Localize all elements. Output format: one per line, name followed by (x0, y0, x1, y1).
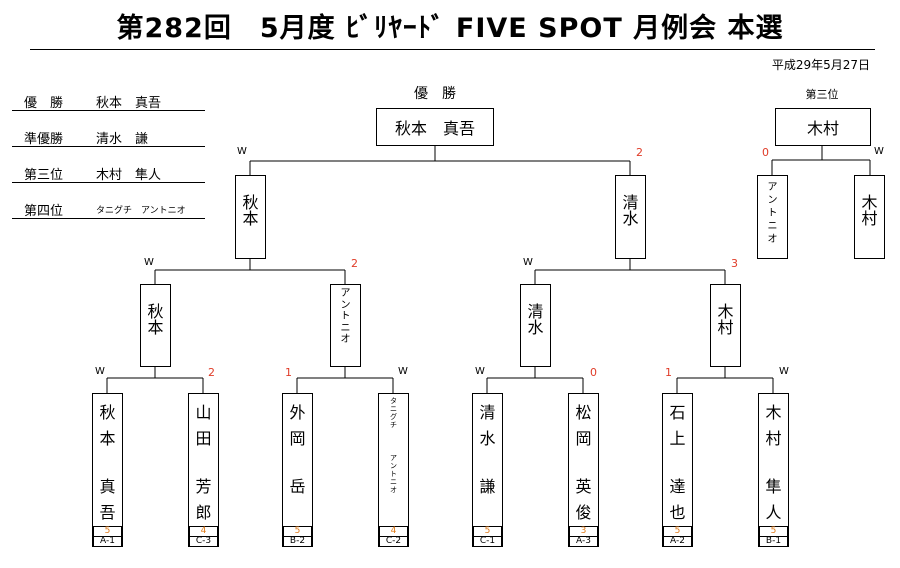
result-label: 優 勝 (24, 96, 64, 111)
semifinalist-2: ア ン ト ニ オ (330, 284, 361, 367)
result-label: 第四位 (24, 204, 64, 219)
third-match-right-mark: W (874, 146, 884, 157)
semifinalist-name: 木 村 (717, 302, 734, 337)
result-name: 清水 謙 (96, 132, 149, 147)
player-given-name: 達 也 (669, 477, 686, 522)
player-given-name: 芳 郎 (195, 477, 212, 522)
player-code: C-2 (379, 536, 408, 547)
player-family-name: 松 岡 (575, 403, 592, 448)
player-family-name: 外 岡 (289, 403, 306, 448)
r1-score: 0 (590, 366, 597, 379)
semifinalist-name: 秋 本 (147, 302, 164, 337)
champion-heading: 優 勝 (414, 86, 456, 102)
result-label: 準優勝 (24, 132, 64, 147)
title-underline (30, 49, 875, 50)
semifinalist-name: 清 水 (527, 302, 544, 337)
third-match-right: 木 村 (854, 175, 885, 259)
result-row-runner-up: 準優勝 清水 謙 (12, 126, 205, 147)
player-last-name: ア ン ト ニ オ (390, 454, 397, 495)
sf1-right-score: 2 (351, 257, 358, 270)
result-label: 第三位 (24, 168, 64, 183)
semifinalist-4: 木 村 (710, 284, 741, 367)
player-code: C-3 (189, 536, 218, 547)
player-code: A-3 (569, 536, 598, 547)
finalist-left: 秋 本 (235, 175, 266, 259)
player-code: A-2 (663, 536, 692, 547)
r1-score: 1 (665, 366, 672, 379)
r1-mark: W (398, 366, 408, 377)
player-given-name: 真 吾 (99, 477, 116, 522)
finalist-right: 清 水 (615, 175, 646, 259)
finalist-name: 秋 本 (242, 193, 259, 228)
r1-mark: W (779, 366, 789, 377)
player-family-name: 木 村 (765, 403, 782, 448)
semifinalist-name: ア ン ト ニ オ (340, 288, 351, 345)
player-code: C-1 (473, 536, 502, 547)
player-family-name: 石 上 (669, 403, 686, 448)
final-left-mark: W (237, 146, 247, 157)
result-name: 木村 隼人 (96, 168, 162, 183)
player-given-name: 隼 人 (765, 477, 782, 522)
r1-score: 2 (208, 366, 215, 379)
player-first-name: タ ニ グ チ (390, 397, 397, 430)
result-row-champion: 優 勝 秋本 真吾 (12, 90, 205, 111)
player-family-name: 清 水 (479, 403, 496, 448)
sf2-right-score: 3 (731, 257, 738, 270)
sf2-left-mark: W (523, 257, 533, 268)
player-given-name: 英 俊 (575, 477, 592, 522)
third-place-box: 木村 (775, 108, 871, 146)
result-row-fourth: 第四位 タニグチ アントニオ (12, 198, 205, 219)
sf1-left-mark: W (144, 257, 154, 268)
player-family-name: 秋 本 (99, 403, 116, 448)
player-code: A-1 (93, 536, 122, 547)
r1-mark: W (95, 366, 105, 377)
third-match-right-name: 木 村 (861, 193, 878, 228)
third-match-left: ア ン ト ニ オ (757, 175, 788, 259)
result-name: 秋本 真吾 (96, 96, 162, 111)
player-given-name: 謙 (479, 477, 496, 496)
result-name: タニグチ アントニオ (96, 206, 186, 216)
player-given-name: 岳 (289, 477, 306, 496)
semifinalist-1: 秋 本 (140, 284, 171, 367)
player-family-name: 山 田 (195, 403, 212, 448)
semifinalist-3: 清 水 (520, 284, 551, 367)
player-code: B-2 (283, 536, 312, 547)
third-place-heading: 第三位 (805, 88, 839, 101)
third-match-left-name: ア ン ト ニ オ (767, 182, 778, 245)
player-code: B-1 (759, 536, 788, 547)
third-match-left-score: 0 (762, 146, 769, 159)
finalist-name: 清 水 (622, 193, 639, 228)
page-title: 第282回 5月度 ﾋﾞﾘﾔｰﾄﾞ FIVE SPOT 月例会 本選 (116, 13, 784, 44)
r1-mark: W (475, 366, 485, 377)
result-row-third: 第三位 木村 隼人 (12, 162, 205, 183)
r1-score: 1 (285, 366, 292, 379)
event-date: 平成29年5月27日 (771, 58, 870, 72)
final-right-score: 2 (636, 146, 643, 159)
champion-box: 秋本 真吾 (376, 108, 494, 146)
